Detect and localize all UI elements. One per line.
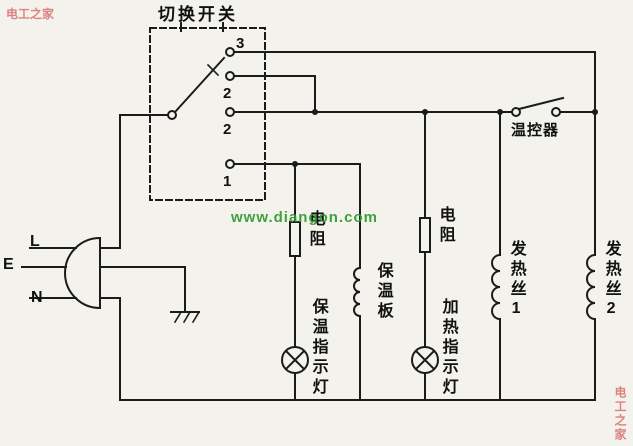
junction-dots xyxy=(292,109,598,167)
junction-dot xyxy=(497,109,503,115)
thermostat-contact-right xyxy=(551,107,561,117)
heat-indicator-branch xyxy=(411,111,439,401)
warm-plate-branch xyxy=(353,163,362,401)
heater-wire-1-branch xyxy=(491,111,502,401)
thermostat-label: 温控器 xyxy=(511,122,560,139)
heater-wire-1-coil xyxy=(491,253,502,321)
switch-arm-contact-bar xyxy=(206,63,220,77)
heater-wire-2-label: 发热丝2 xyxy=(602,240,620,321)
warm-plate-label: 保温板 xyxy=(374,262,392,322)
switch-title-label: 切换开关 xyxy=(158,5,238,24)
junction-dot xyxy=(422,109,428,115)
warm-plate-coil xyxy=(353,266,362,318)
wire-neutral xyxy=(99,297,121,401)
corner-watermark-top-left: 电工之家 xyxy=(6,7,55,21)
junction-dot xyxy=(292,161,298,167)
thermostat-arm xyxy=(517,96,565,111)
contact-label-2a: 2 xyxy=(223,85,232,102)
terminal-earth-label: E xyxy=(3,256,14,273)
switch-arm xyxy=(173,56,226,114)
heat-indicator-label: 加热指示灯 xyxy=(439,298,457,398)
heater-wire-2-branch xyxy=(586,51,597,401)
heater-wire-1-label: 发热丝1 xyxy=(507,240,525,321)
heater-wire-2-coil xyxy=(586,253,597,321)
ground-icon xyxy=(170,310,201,324)
switch-contact-2a xyxy=(225,71,235,81)
resistor-heat-symbol xyxy=(419,217,431,253)
thermostat-switch xyxy=(511,96,596,117)
switch-contact-3 xyxy=(225,47,235,57)
wire-earth xyxy=(99,266,186,313)
terminal-live-label: L xyxy=(30,233,40,250)
switch-contact-2b xyxy=(225,107,235,117)
junction-dot xyxy=(592,109,598,115)
warm-indicator-label: 保温指示灯 xyxy=(309,298,327,398)
terminal-neutral-label: N xyxy=(31,289,43,306)
heat-indicator-lamp-icon xyxy=(411,346,439,374)
warm-indicator-branch xyxy=(281,163,309,401)
selector-switch xyxy=(167,47,235,169)
wire-contact2a xyxy=(233,75,316,113)
resistor-warm-symbol xyxy=(289,221,301,257)
thermostat-contact-left xyxy=(511,107,521,117)
corner-watermark-bottom-right: 电工之家 xyxy=(613,386,627,442)
switch-enclosure-dashed-box xyxy=(149,27,266,201)
site-watermark: www.diangon.com xyxy=(231,209,378,226)
contact-label-3: 3 xyxy=(236,35,245,52)
switch-pole xyxy=(167,110,177,120)
resistor-warm-label: 电阻 xyxy=(306,210,324,250)
resistor-heat-label: 电阻 xyxy=(436,206,454,246)
wire-live-to-switch xyxy=(99,114,169,249)
contact-label-2b: 2 xyxy=(223,121,232,138)
contact-label-1: 1 xyxy=(223,173,232,190)
plug-body xyxy=(64,236,101,310)
warm-indicator-lamp-icon xyxy=(281,346,309,374)
switch-contact-1 xyxy=(225,159,235,169)
power-plug-symbol xyxy=(21,236,101,310)
junction-dot xyxy=(312,109,318,115)
